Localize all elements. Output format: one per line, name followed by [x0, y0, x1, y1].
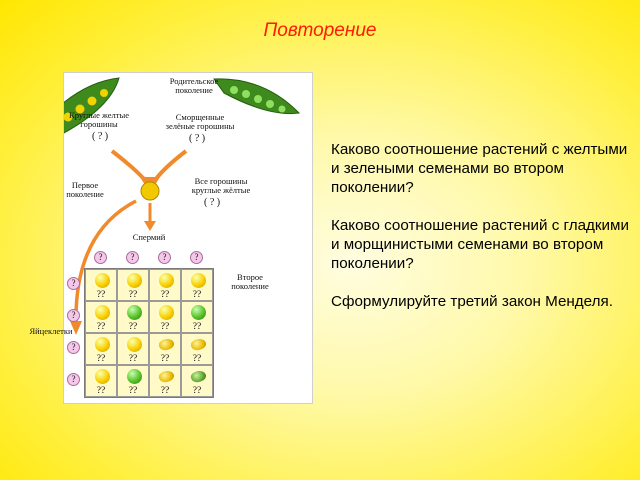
punnett-cell-genotype: ??: [160, 322, 170, 332]
punnett-cell-genotype: ??: [96, 386, 106, 396]
yellow-round-pea-icon: [95, 305, 110, 320]
label-round-yellow-q: ( ? ): [92, 131, 109, 142]
punnett-cell-genotype: ??: [128, 290, 138, 300]
label-wrinkled-green-q: ( ? ): [189, 133, 206, 144]
yellow-round-pea-icon: [95, 273, 110, 288]
sperm-gamete: ?: [190, 251, 203, 264]
sperm-gamete: ?: [126, 251, 139, 264]
egg-arrow: [74, 199, 137, 326]
punnett-cell: ??: [181, 365, 213, 397]
punnett-cell-genotype: ??: [192, 290, 202, 300]
question-mendel-third-law: Сформулируйте третий закон Менделя.: [331, 293, 613, 310]
sperm-gamete: ?: [158, 251, 171, 264]
label-all-round-yellow: Все горошины круглые жёлтые: [191, 176, 251, 195]
yellow-round-pea-icon: [95, 337, 110, 352]
label-sperm: Спермий: [132, 232, 166, 242]
yellow-wrinkled-pea-icon: [157, 336, 176, 353]
punnett-cell: ??: [85, 269, 117, 301]
punnett-cell-genotype: ??: [128, 386, 138, 396]
pea-pod-yellow-icon: [64, 77, 120, 134]
punnett-cell: ??: [117, 365, 149, 397]
punnett-cell-genotype: ??: [96, 322, 106, 332]
punnett-cell: ??: [181, 301, 213, 333]
green-round-pea-icon: [127, 305, 142, 320]
label-round-yellow: Круглые желтые горошины: [69, 110, 129, 129]
yellow-wrinkled-pea-icon: [189, 336, 208, 353]
punnett-cell: ??: [117, 269, 149, 301]
question-shape-ratio: Каково соотношение растений с гладкими и…: [331, 217, 629, 272]
yellow-wrinkled-pea-icon: [157, 368, 176, 385]
pea-pod-green-icon: [213, 78, 301, 115]
punnett-square: ????????????????????????????????: [84, 268, 214, 398]
punnett-cell-genotype: ??: [96, 290, 106, 300]
punnett-cell: ??: [181, 269, 213, 301]
punnett-cell-genotype: ??: [160, 386, 170, 396]
label-all-round-yellow-q: ( ? ): [204, 197, 221, 208]
f1-pea-icon: [140, 181, 160, 201]
parent-arrows: [110, 149, 188, 181]
punnett-cell: ??: [149, 269, 181, 301]
sperm-gamete: ?: [94, 251, 107, 264]
figure-graphics: [64, 77, 301, 335]
green-round-pea-icon: [127, 369, 142, 384]
yellow-round-pea-icon: [159, 273, 174, 288]
egg-gamete: ?: [67, 373, 80, 386]
dihybrid-cross-figure: Родительское поколение Круглые желтые го…: [29, 72, 313, 404]
punnett-cell-genotype: ??: [192, 322, 202, 332]
punnett-cell: ??: [117, 333, 149, 365]
yellow-round-pea-icon: [159, 305, 174, 320]
questions-block: Каково соотношение растений с желтыми и …: [331, 140, 631, 330]
label-wrinkled-green: Сморщенные зелёные горошины: [165, 112, 235, 131]
punnett-cell: ??: [117, 301, 149, 333]
punnett-cell-genotype: ??: [160, 354, 170, 364]
punnett-cell: ??: [85, 365, 117, 397]
egg-gamete: ?: [67, 309, 80, 322]
label-second-generation: Второе поколение: [231, 272, 269, 291]
yellow-round-pea-icon: [191, 273, 206, 288]
green-wrinkled-pea-icon: [189, 368, 208, 385]
egg-gamete: ?: [67, 277, 80, 290]
punnett-cell: ??: [85, 333, 117, 365]
punnett-cell-genotype: ??: [128, 322, 138, 332]
punnett-cell-genotype: ??: [160, 290, 170, 300]
label-parental-generation: Родительское поколение: [169, 76, 219, 95]
punnett-cell-genotype: ??: [96, 354, 106, 364]
green-round-pea-icon: [191, 305, 206, 320]
punnett-cell: ??: [149, 365, 181, 397]
egg-gamete: ?: [67, 341, 80, 354]
punnett-cell: ??: [149, 333, 181, 365]
slide-title: Повторение: [263, 20, 377, 41]
yellow-round-pea-icon: [95, 369, 110, 384]
label-egg-cells: Яйцеклетки: [29, 326, 73, 336]
punnett-cell-genotype: ??: [192, 386, 202, 396]
question-color-ratio: Каково соотношение растений с желтыми и …: [331, 141, 628, 196]
punnett-cell-genotype: ??: [128, 354, 138, 364]
punnett-cell: ??: [149, 301, 181, 333]
punnett-cell: ??: [181, 333, 213, 365]
punnett-cell-genotype: ??: [192, 354, 202, 364]
label-first-generation: Первое поколение: [66, 180, 104, 199]
yellow-round-pea-icon: [127, 273, 142, 288]
yellow-round-pea-icon: [127, 337, 142, 352]
punnett-cell: ??: [85, 301, 117, 333]
